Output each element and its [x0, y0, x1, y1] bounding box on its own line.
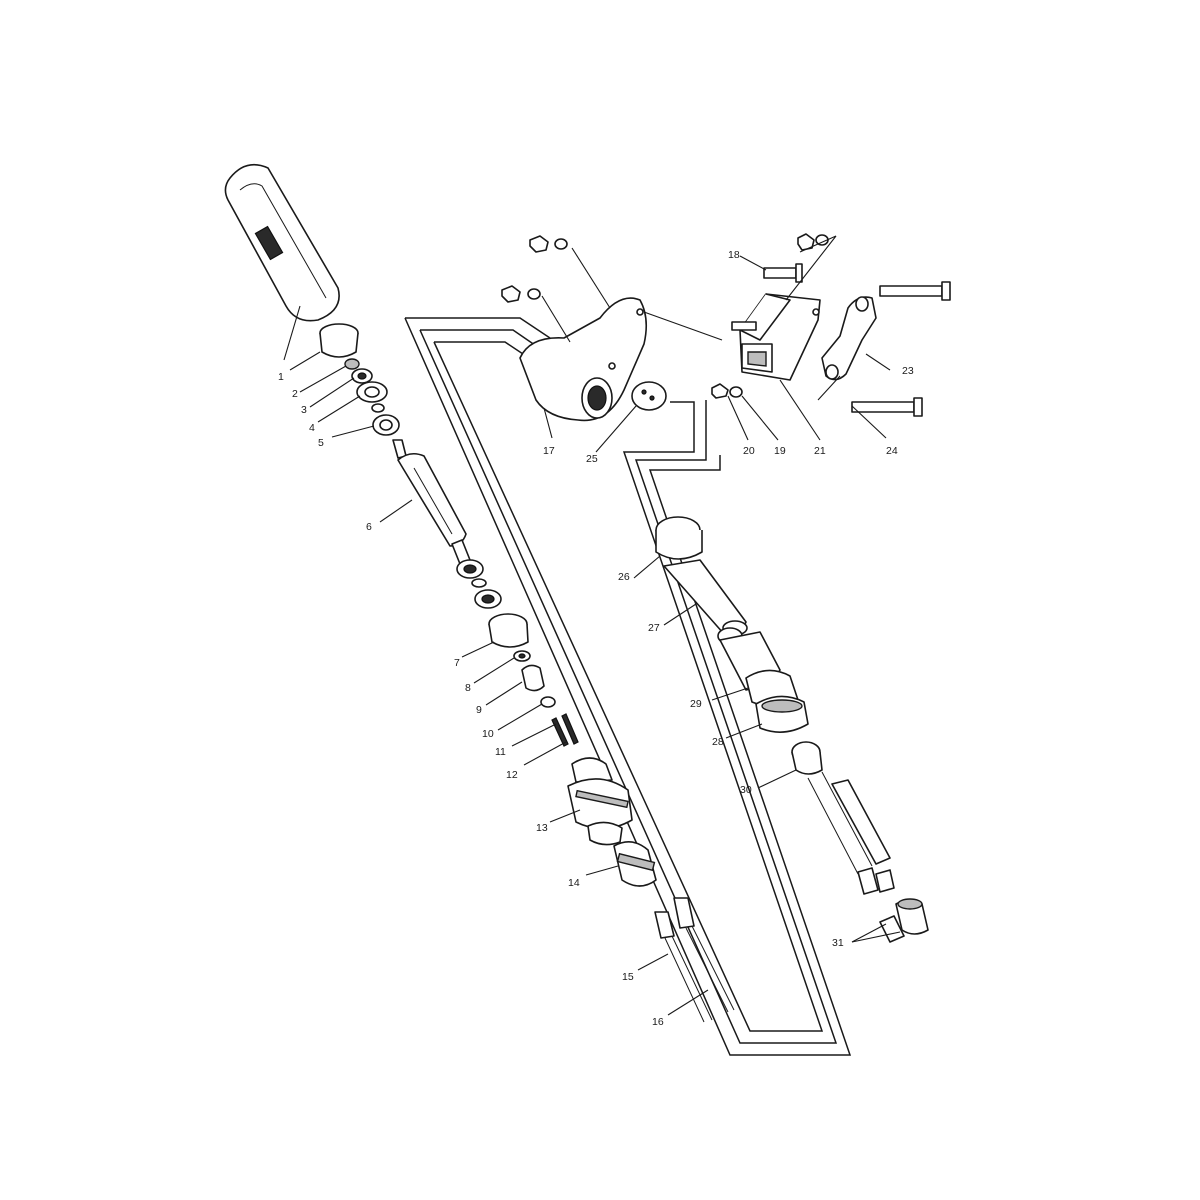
- cable-part-15: [654, 911, 713, 1023]
- callout-17: 17: [543, 445, 555, 457]
- callout-13: 13: [536, 822, 548, 834]
- callout-8: 8: [465, 682, 471, 694]
- connector-part-25: [631, 381, 667, 411]
- nut-part-20: [711, 383, 729, 399]
- connector-part-31a: [857, 867, 905, 943]
- callout-15: 15: [622, 971, 634, 983]
- callout-18: 18: [728, 249, 740, 261]
- nut-part-26: [655, 516, 703, 560]
- bearing-lower-b: [474, 589, 502, 609]
- callout-29: 29: [690, 698, 702, 710]
- nut-top-17a: [529, 235, 568, 253]
- fitting-part-14: [613, 841, 657, 887]
- bearing-part-5: [372, 414, 400, 436]
- callout-4: 4: [309, 422, 315, 434]
- washer-part-8: [513, 650, 531, 662]
- washer-part-5-small: [371, 403, 385, 413]
- callout-labels: 1 2 3 4 5 6 7 8 9 10 11 12 13 14 15 16 1…: [278, 249, 914, 1028]
- callout-28: 28: [712, 736, 724, 748]
- nut-top-21: [797, 233, 829, 251]
- callout-24: 24: [886, 445, 898, 457]
- washer-lower: [471, 578, 487, 588]
- nut-top-17b: [501, 285, 541, 303]
- callout-6: 6: [366, 521, 372, 533]
- callout-11: 11: [495, 746, 506, 758]
- housing-part-17: [519, 297, 648, 422]
- callout-12: 12: [506, 769, 518, 781]
- bolt-part-24: [851, 397, 923, 417]
- collar-part-10: [540, 696, 556, 708]
- callout-26: 26: [618, 571, 630, 583]
- cable-part-16: [673, 897, 735, 1013]
- callout-5: 5: [318, 437, 324, 449]
- spacer-part-9: [521, 664, 545, 692]
- ring-part-30: [791, 741, 823, 775]
- callout-7: 7: [454, 657, 460, 669]
- callout-30: 30: [740, 784, 752, 796]
- bolt-part-18: [763, 263, 803, 283]
- callout-10: 10: [482, 728, 494, 740]
- shaft-part-6: [392, 439, 471, 565]
- screw-part-12: [561, 713, 579, 745]
- washer-part-19: [729, 386, 743, 398]
- fitting-part-28: [755, 695, 809, 733]
- handle-grip: [224, 163, 340, 322]
- callout-19: 19: [774, 445, 786, 457]
- tube-part-27: [663, 559, 748, 636]
- leader-lines: [283, 235, 901, 1016]
- nut-part-2: [344, 358, 360, 370]
- callout-14: 14: [568, 877, 580, 889]
- sleeve-part-7: [488, 613, 529, 648]
- callout-23: 23: [902, 365, 914, 377]
- callout-20: 20: [743, 445, 755, 457]
- callout-16: 16: [652, 1016, 664, 1028]
- ring-part-1: [319, 323, 359, 358]
- callout-27: 27: [648, 622, 660, 634]
- callout-31: 31: [832, 937, 844, 949]
- bracket-part-23: [821, 296, 877, 381]
- washer-part-3: [351, 368, 373, 384]
- callout-2: 2: [292, 388, 298, 400]
- callout-9: 9: [476, 704, 482, 716]
- screw-part-11: [551, 717, 569, 747]
- callout-1: 1: [278, 371, 284, 383]
- connector-part-31b: [895, 898, 929, 935]
- clamp-block-part-21: [731, 293, 821, 381]
- bearing-part-4: [356, 381, 388, 403]
- rod-part-30: [807, 771, 891, 875]
- coupling-part-13: [567, 757, 633, 846]
- callout-25: 25: [586, 453, 598, 465]
- callout-3: 3: [301, 404, 307, 416]
- bearing-lower-a: [456, 559, 484, 579]
- bolt-part-24-top: [879, 281, 951, 301]
- callout-21: 21: [814, 445, 826, 457]
